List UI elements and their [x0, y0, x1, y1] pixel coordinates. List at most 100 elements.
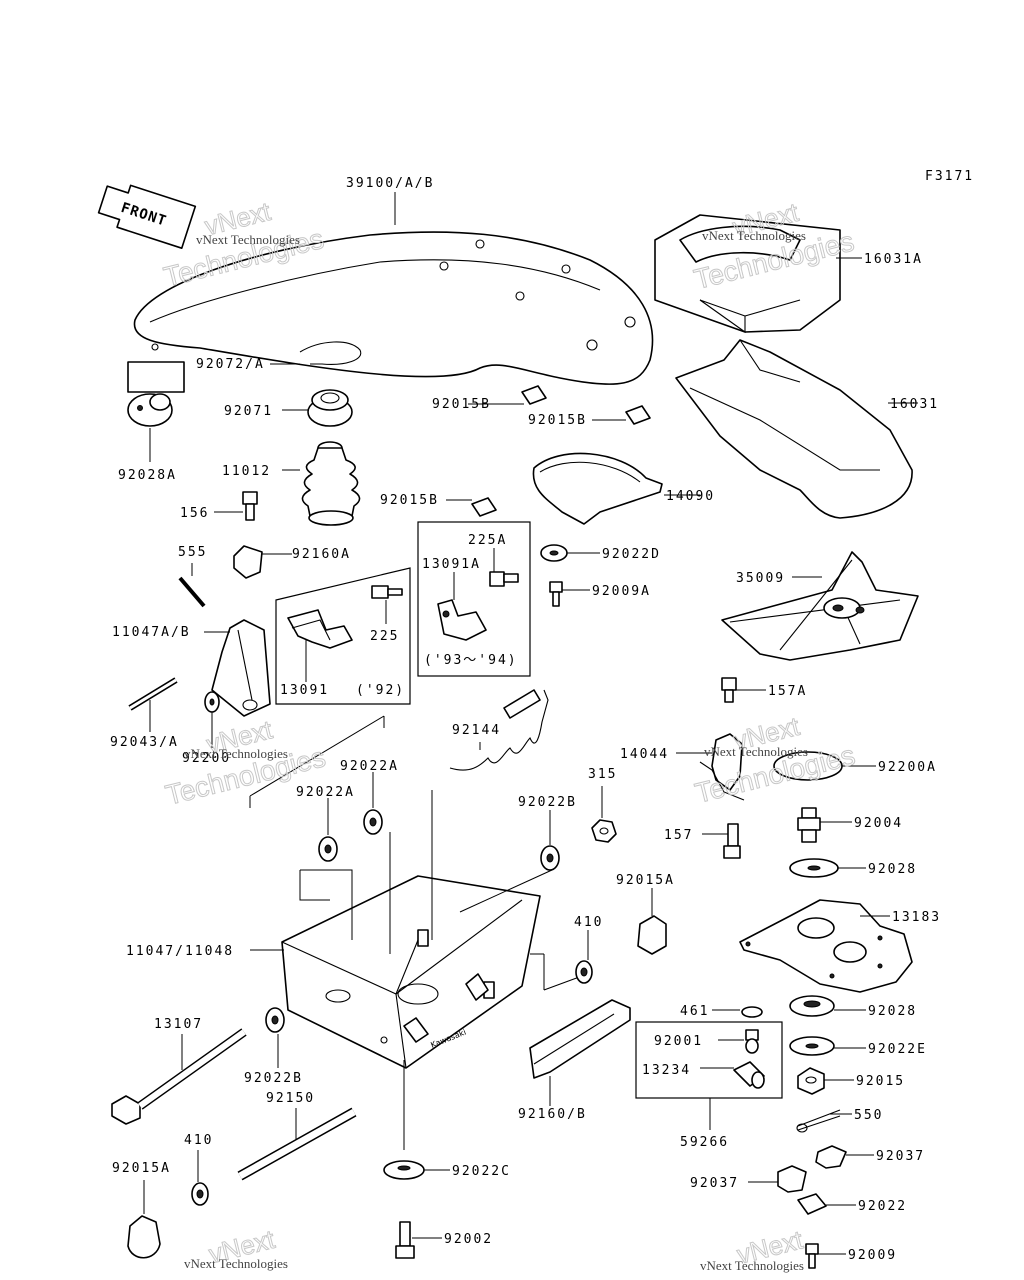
watermark-text-bottom-left: vNext Technologies — [184, 1256, 288, 1271]
label-156: 156 — [180, 506, 209, 521]
assembly-guide-lines — [249, 715, 583, 1150]
label-555: 555 — [178, 545, 207, 560]
bellows-boot-11012 — [282, 441, 361, 526]
label-225: 225 — [370, 629, 399, 644]
clamp-92037-1 — [815, 1145, 874, 1169]
label-92022c: 92022C — [452, 1164, 511, 1179]
label-92009a: 92009A — [592, 584, 651, 599]
label-92160b: 92160/B — [518, 1107, 587, 1122]
label-157a: 157A — [768, 684, 807, 699]
bolt-157a — [721, 677, 766, 703]
mount-92028a — [127, 393, 173, 427]
label-13107: 13107 — [154, 1017, 203, 1032]
stud-92004 — [797, 807, 852, 843]
washer-92022b-2 — [265, 1007, 285, 1068]
label-92015b-1: 92015B — [432, 397, 491, 412]
group-box-59266 — [635, 1021, 783, 1130]
washer-92200a — [773, 751, 876, 781]
label-11012: 11012 — [222, 464, 271, 479]
pin-555 — [178, 563, 206, 608]
tag-plate — [127, 361, 185, 393]
washer-410-2 — [191, 1150, 209, 1206]
label-92022d: 92022D — [602, 547, 661, 562]
fitting-13234 — [700, 1061, 765, 1089]
label-92022a-1: 92022A — [340, 759, 399, 774]
watermark-text-mid-right: vNext Technologies — [704, 744, 808, 759]
spring-92144 — [449, 689, 549, 771]
nut-315 — [591, 786, 617, 843]
bracket-11047ab — [204, 619, 271, 717]
nut-92015 — [797, 1067, 854, 1095]
grommet-92071 — [282, 389, 353, 427]
label-157: 157 — [664, 828, 693, 843]
watermark-text-mid-left: vNext Technologies — [184, 746, 288, 761]
label-92015: 92015 — [856, 1074, 905, 1089]
label-92028a: 92028A — [118, 468, 177, 483]
label-92022b-1: 92022B — [518, 795, 577, 810]
label-92001: 92001 — [654, 1034, 703, 1049]
label-225a: 225A — [468, 533, 507, 548]
washer-92022c — [383, 1160, 450, 1180]
label-13183: 13183 — [892, 910, 941, 925]
clamp-92037-2 — [748, 1165, 807, 1193]
group-box-13091a — [417, 521, 531, 677]
washer-92028-1 — [789, 858, 866, 878]
label-16031a: 16031A — [864, 252, 923, 267]
label-92071: 92071 — [224, 404, 273, 419]
block-16031a — [654, 214, 862, 334]
group-box-13091 — [275, 567, 411, 705]
watermark-text-top-left: vNext Technologies — [196, 232, 300, 247]
label-92009: 92009 — [848, 1248, 897, 1263]
washer-92022a-1 — [363, 772, 383, 835]
label-13091a: 13091A — [422, 557, 481, 572]
label-315: 315 — [588, 767, 617, 782]
note-93-94: ('93～'94) — [424, 653, 518, 668]
label-410-1: 410 — [574, 915, 603, 930]
cover-plate-14090 — [532, 452, 700, 525]
label-11047-11048: 11047/11048 — [126, 944, 234, 959]
label-13234: 13234 — [642, 1063, 691, 1078]
clip-92015b-1 — [468, 385, 547, 405]
engine-cover-part — [133, 192, 654, 386]
label-59266: 59266 — [680, 1135, 729, 1150]
clip-92022 — [797, 1193, 856, 1215]
bolt-92002 — [395, 1221, 442, 1259]
washer-410-1 — [575, 930, 593, 984]
washer-92022d — [540, 544, 600, 562]
label-11047ab: 11047A/B — [112, 625, 191, 640]
label-410-2: 410 — [184, 1133, 213, 1148]
label-35009: 35009 — [736, 571, 785, 586]
washer-92028-2 — [789, 995, 866, 1017]
label-92002: 92002 — [444, 1232, 493, 1247]
label-92200a: 92200A — [878, 760, 937, 775]
fitting-92001 — [718, 1029, 759, 1054]
washer-461 — [712, 1006, 763, 1018]
label-92150: 92150 — [266, 1091, 315, 1106]
screw-225 — [371, 585, 403, 624]
label-14090: 14090 — [666, 489, 715, 504]
screw-225a — [489, 571, 519, 587]
label-92022a-2: 92022A — [296, 785, 355, 800]
label-92015a-1: 92015A — [616, 873, 675, 888]
label-92072: 92072/A — [196, 357, 265, 372]
label-39100: 39100/A/B — [346, 176, 434, 191]
label-92022: 92022 — [858, 1199, 907, 1214]
band-clip-92072 — [270, 341, 362, 365]
mount-plate-35009 — [721, 551, 919, 661]
pin-92043a — [128, 677, 178, 732]
washer-92022e — [789, 1036, 866, 1056]
label-92015b-3: 92015B — [380, 493, 439, 508]
front-arrow-icon: FRONT — [97, 184, 197, 249]
cotter-pin-550 — [796, 1109, 852, 1133]
label-550: 550 — [854, 1108, 883, 1123]
label-92015a-2: 92015A — [112, 1161, 171, 1176]
label-92043a: 92043/A — [110, 735, 179, 750]
lever-14044 — [676, 733, 745, 801]
bolt-157 — [702, 823, 741, 859]
watermark-text-bottom-right: vNext Technologies — [700, 1258, 804, 1273]
label-92015b-2: 92015B — [528, 413, 587, 428]
label-92004: 92004 — [854, 816, 903, 831]
chute-16031 — [675, 339, 918, 519]
label-16031: 16031 — [890, 397, 939, 412]
